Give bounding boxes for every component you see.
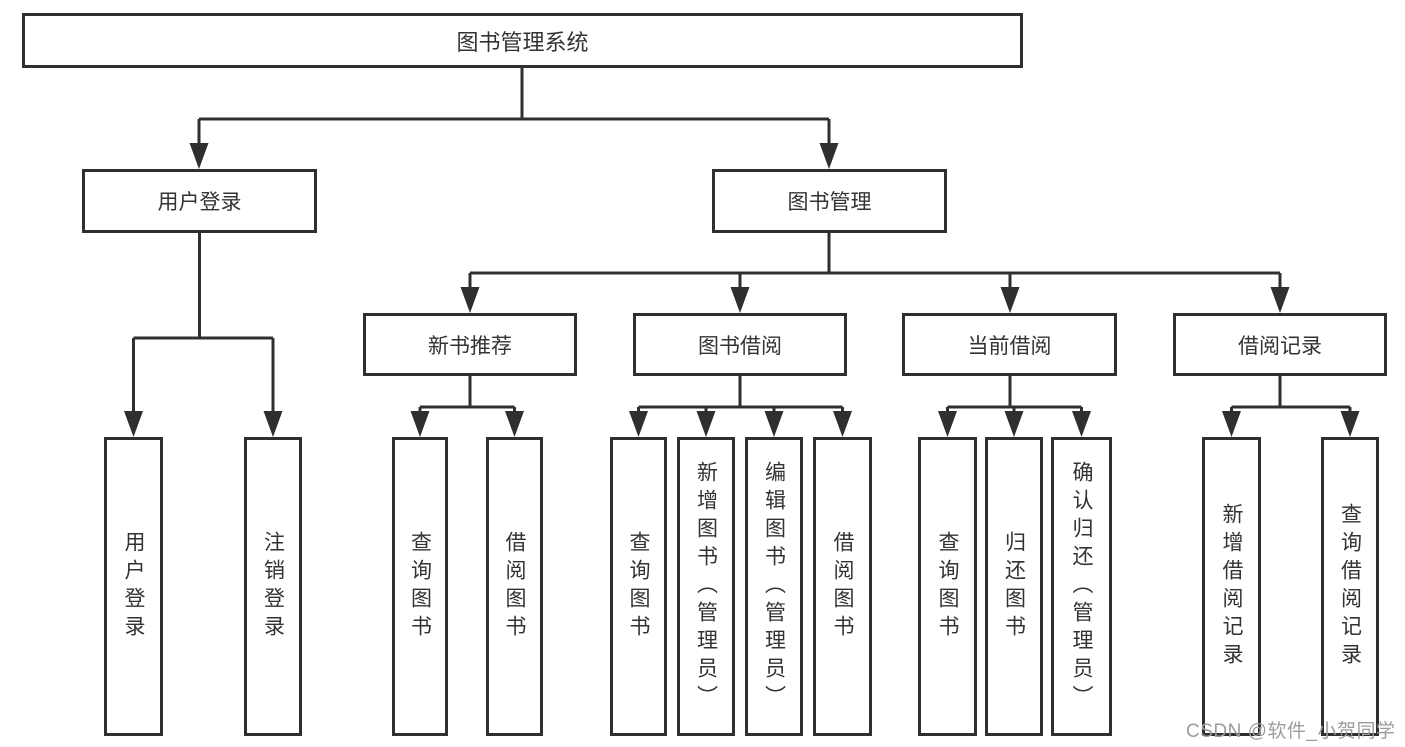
node-label: 新增图书（管理员） xyxy=(694,460,718,713)
node-label: 确认归还（管理员） xyxy=(1070,460,1093,713)
node-label: 新增借阅记录 xyxy=(1220,502,1243,671)
arrow-icon xyxy=(833,411,852,437)
arrow-icon xyxy=(696,411,716,437)
node-label: 图书管理系统 xyxy=(456,29,589,55)
leaf-query-borrow-record: 查询借阅记录 xyxy=(1321,437,1379,736)
leaf-query-books-borrowing: 查询图书 xyxy=(610,437,667,736)
node-user-login: 用户登录 xyxy=(82,169,317,233)
node-label: 查询图书 xyxy=(627,530,650,643)
node-label: 借阅记录 xyxy=(1238,334,1322,358)
leaf-query-books-recommend: 查询图书 xyxy=(392,437,448,736)
leaf-borrow-books-borrowing: 借阅图书 xyxy=(813,437,872,736)
arrow-icon xyxy=(938,411,957,437)
arrow-icon xyxy=(263,411,283,437)
leaf-logout-login: 注销登录 xyxy=(244,437,302,736)
leaf-edit-books-admin: 编辑图书（管理员） xyxy=(745,437,803,736)
node-label: 归还图书 xyxy=(1002,530,1026,643)
arrow-icon xyxy=(1072,411,1091,437)
node-label: 用户登录 xyxy=(157,191,242,214)
node-label: 借阅图书 xyxy=(503,530,526,643)
node-label: 图书借阅 xyxy=(698,334,782,358)
arrow-icon xyxy=(460,287,480,313)
node-label: 查询借阅记录 xyxy=(1338,502,1362,671)
watermark: CSDN @软件_小贺同学 xyxy=(1186,721,1396,742)
node-current-borrowing: 当前借阅 xyxy=(902,313,1117,376)
arrow-icon xyxy=(1270,287,1290,313)
node-label: 当前借阅 xyxy=(967,334,1052,358)
leaf-add-borrow-record: 新增借阅记录 xyxy=(1202,437,1261,736)
leaf-borrow-books-recommend: 借阅图书 xyxy=(486,437,543,736)
node-label: 查询图书 xyxy=(936,530,959,643)
leaf-add-books-admin: 新增图书（管理员） xyxy=(677,437,735,736)
leaf-query-books-current: 查询图书 xyxy=(918,437,977,736)
node-library-management-system: 图书管理系统 xyxy=(22,13,1023,68)
node-label: 借阅图书 xyxy=(831,530,854,643)
node-label: 编辑图书（管理员） xyxy=(762,460,786,713)
node-label: 新书推荐 xyxy=(428,334,512,358)
arrow-icon xyxy=(189,143,209,169)
arrow-icon xyxy=(730,287,750,313)
arrow-icon xyxy=(1004,411,1024,437)
leaf-return-books: 归还图书 xyxy=(985,437,1043,736)
node-label: 图书管理 xyxy=(787,191,872,214)
leaf-user-login: 用户登录 xyxy=(104,437,163,736)
node-borrowing-records: 借阅记录 xyxy=(1173,313,1387,376)
node-label: 查询图书 xyxy=(408,530,432,643)
arrow-icon xyxy=(124,411,143,437)
arrow-icon xyxy=(819,143,839,169)
leaf-confirm-return-admin: 确认归还（管理员） xyxy=(1051,437,1112,736)
arrow-icon xyxy=(1340,411,1360,437)
node-new-book-recommendation: 新书推荐 xyxy=(363,313,577,376)
node-book-management: 图书管理 xyxy=(712,169,947,233)
arrow-icon xyxy=(1000,287,1020,313)
arrow-icon xyxy=(505,411,524,437)
arrow-icon xyxy=(764,411,784,437)
node-label: 用户登录 xyxy=(122,530,145,643)
node-book-borrowing: 图书借阅 xyxy=(633,313,847,376)
arrow-icon xyxy=(1222,411,1241,437)
node-label: 注销登录 xyxy=(261,530,285,643)
arrow-icon xyxy=(410,411,430,437)
arrow-icon xyxy=(629,411,648,437)
